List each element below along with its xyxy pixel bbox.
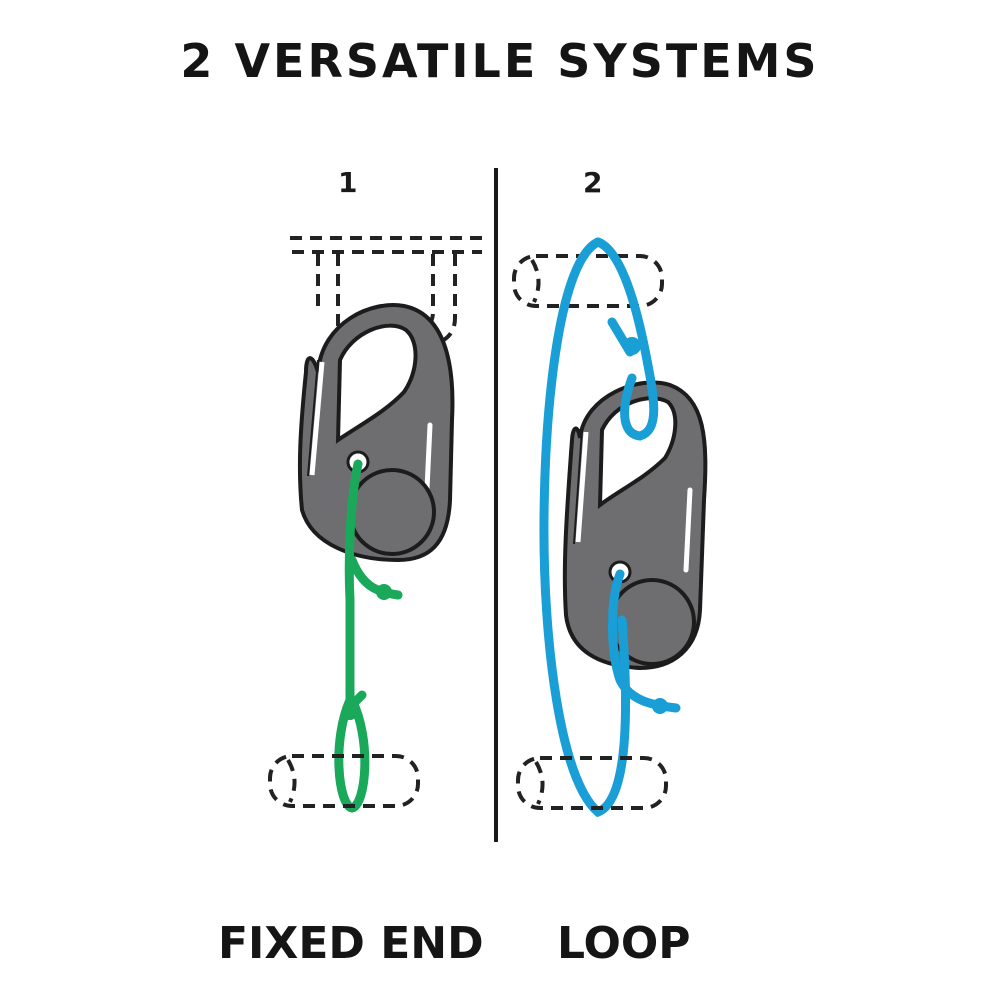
loop-diagram [512,237,708,818]
system-1-number: 1 [338,166,358,199]
top-anchor-2-icon [512,254,664,308]
page-title: 2 VERSATILE SYSTEMS [180,34,820,88]
blue-cord-icon [539,237,681,818]
system-2-label: LOOP [557,918,691,969]
bottom-anchor-1-icon [268,754,420,808]
carabiner-2-icon [562,380,708,671]
system-1-label: FIXED END [218,918,484,969]
bottom-anchor-2-icon [516,756,668,810]
carabiner-1-icon [297,303,455,563]
system-2-number: 2 [583,166,603,199]
fixed-end-diagram [268,236,482,813]
